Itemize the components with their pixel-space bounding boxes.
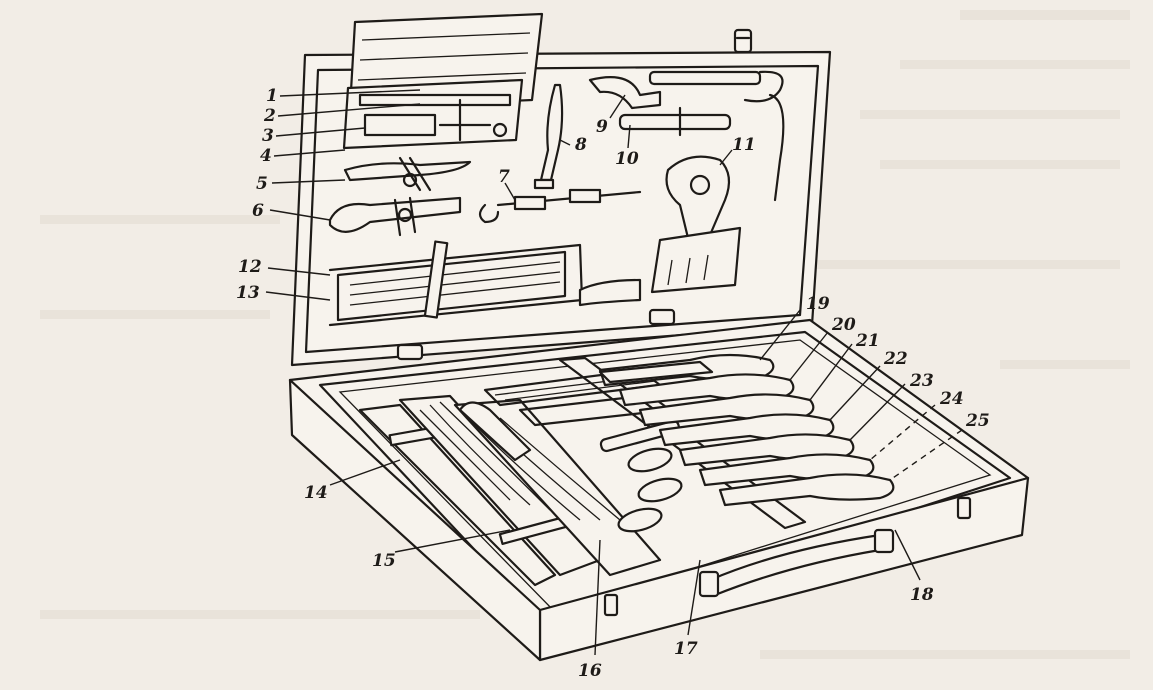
callout-2: 2 [263, 106, 276, 126]
clamp-set [588, 70, 785, 202]
callout-18: 18 [910, 585, 934, 605]
callout-23: 23 [909, 371, 934, 391]
callout-4: 4 [260, 146, 272, 166]
callout-19: 19 [806, 294, 830, 314]
callout-24: 24 [939, 389, 964, 409]
instrument-case [342, 78, 524, 150]
callout-7: 7 [498, 167, 510, 187]
callout-17: 17 [674, 639, 698, 659]
callout-12: 12 [238, 257, 262, 277]
plumb-bob [533, 83, 564, 190]
leader-lines [265, 89, 963, 656]
right-compartment-tools [598, 353, 895, 507]
pliers-pair [328, 156, 472, 237]
callout-labels: 1 2 3 4 5 6 7 8 9 10 11 12 13 19 20 21 2… [236, 86, 990, 681]
callout-3: 3 [262, 126, 274, 146]
callout-14: 14 [304, 483, 328, 503]
callout-13: 13 [236, 283, 260, 303]
adjustable-wrench [650, 155, 742, 294]
callout-1: 1 [266, 86, 278, 106]
hook-tool [478, 188, 642, 224]
callout-9: 9 [596, 117, 608, 137]
paper-bleed-through [40, 10, 1130, 659]
carrying-handle [603, 496, 972, 617]
callout-10: 10 [615, 149, 639, 169]
callout-16: 16 [578, 661, 602, 681]
callout-22: 22 [883, 349, 908, 369]
callout-8: 8 [574, 135, 587, 155]
callout-25: 25 [965, 411, 990, 431]
callout-20: 20 [831, 315, 856, 335]
callout-15: 15 [372, 551, 396, 571]
left-compartment-tools [358, 368, 683, 587]
callout-5: 5 [256, 174, 268, 194]
callout-11: 11 [732, 135, 756, 155]
hacksaw [328, 240, 642, 327]
callout-6: 6 [252, 201, 264, 221]
callout-21: 21 [855, 331, 880, 351]
